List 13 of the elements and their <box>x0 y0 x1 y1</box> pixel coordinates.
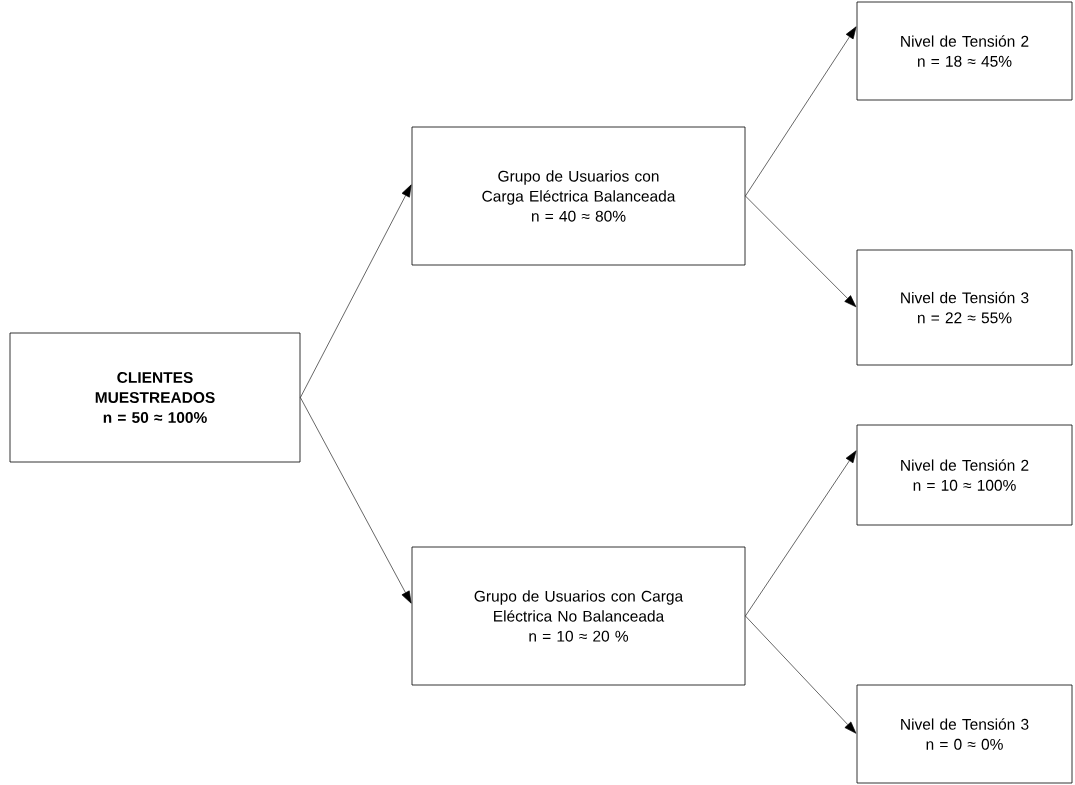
process-box: Nivel de Tensión 2 n = 18 ≈ 45% <box>856 1 1073 101</box>
process-box: CLIENTES MUESTREADOS n = 50 ≈ 100% <box>9 332 301 463</box>
arrow <box>745 26 857 197</box>
arrow <box>745 450 857 617</box>
process-box: Nivel de Tensión 3 n = 0 ≈ 0% <box>856 684 1073 784</box>
process-box: Grupo de Usuarios con Carga Eléctrica Balanceada n = 40 ≈ 80% <box>411 126 746 266</box>
process-box: Grupo de Usuarios con Carga Eléctrica No Balanceada n = 10 ≈ 20 % <box>411 546 746 686</box>
process-box: Nivel de Tensión 3 n = 22 ≈ 55% <box>856 249 1073 366</box>
arrow <box>300 184 412 398</box>
process-box: Nivel de Tensión 2 n = 10 ≈ 100% <box>856 424 1073 526</box>
arrow <box>745 195 857 308</box>
arrow <box>745 615 857 734</box>
arrow <box>300 397 412 604</box>
